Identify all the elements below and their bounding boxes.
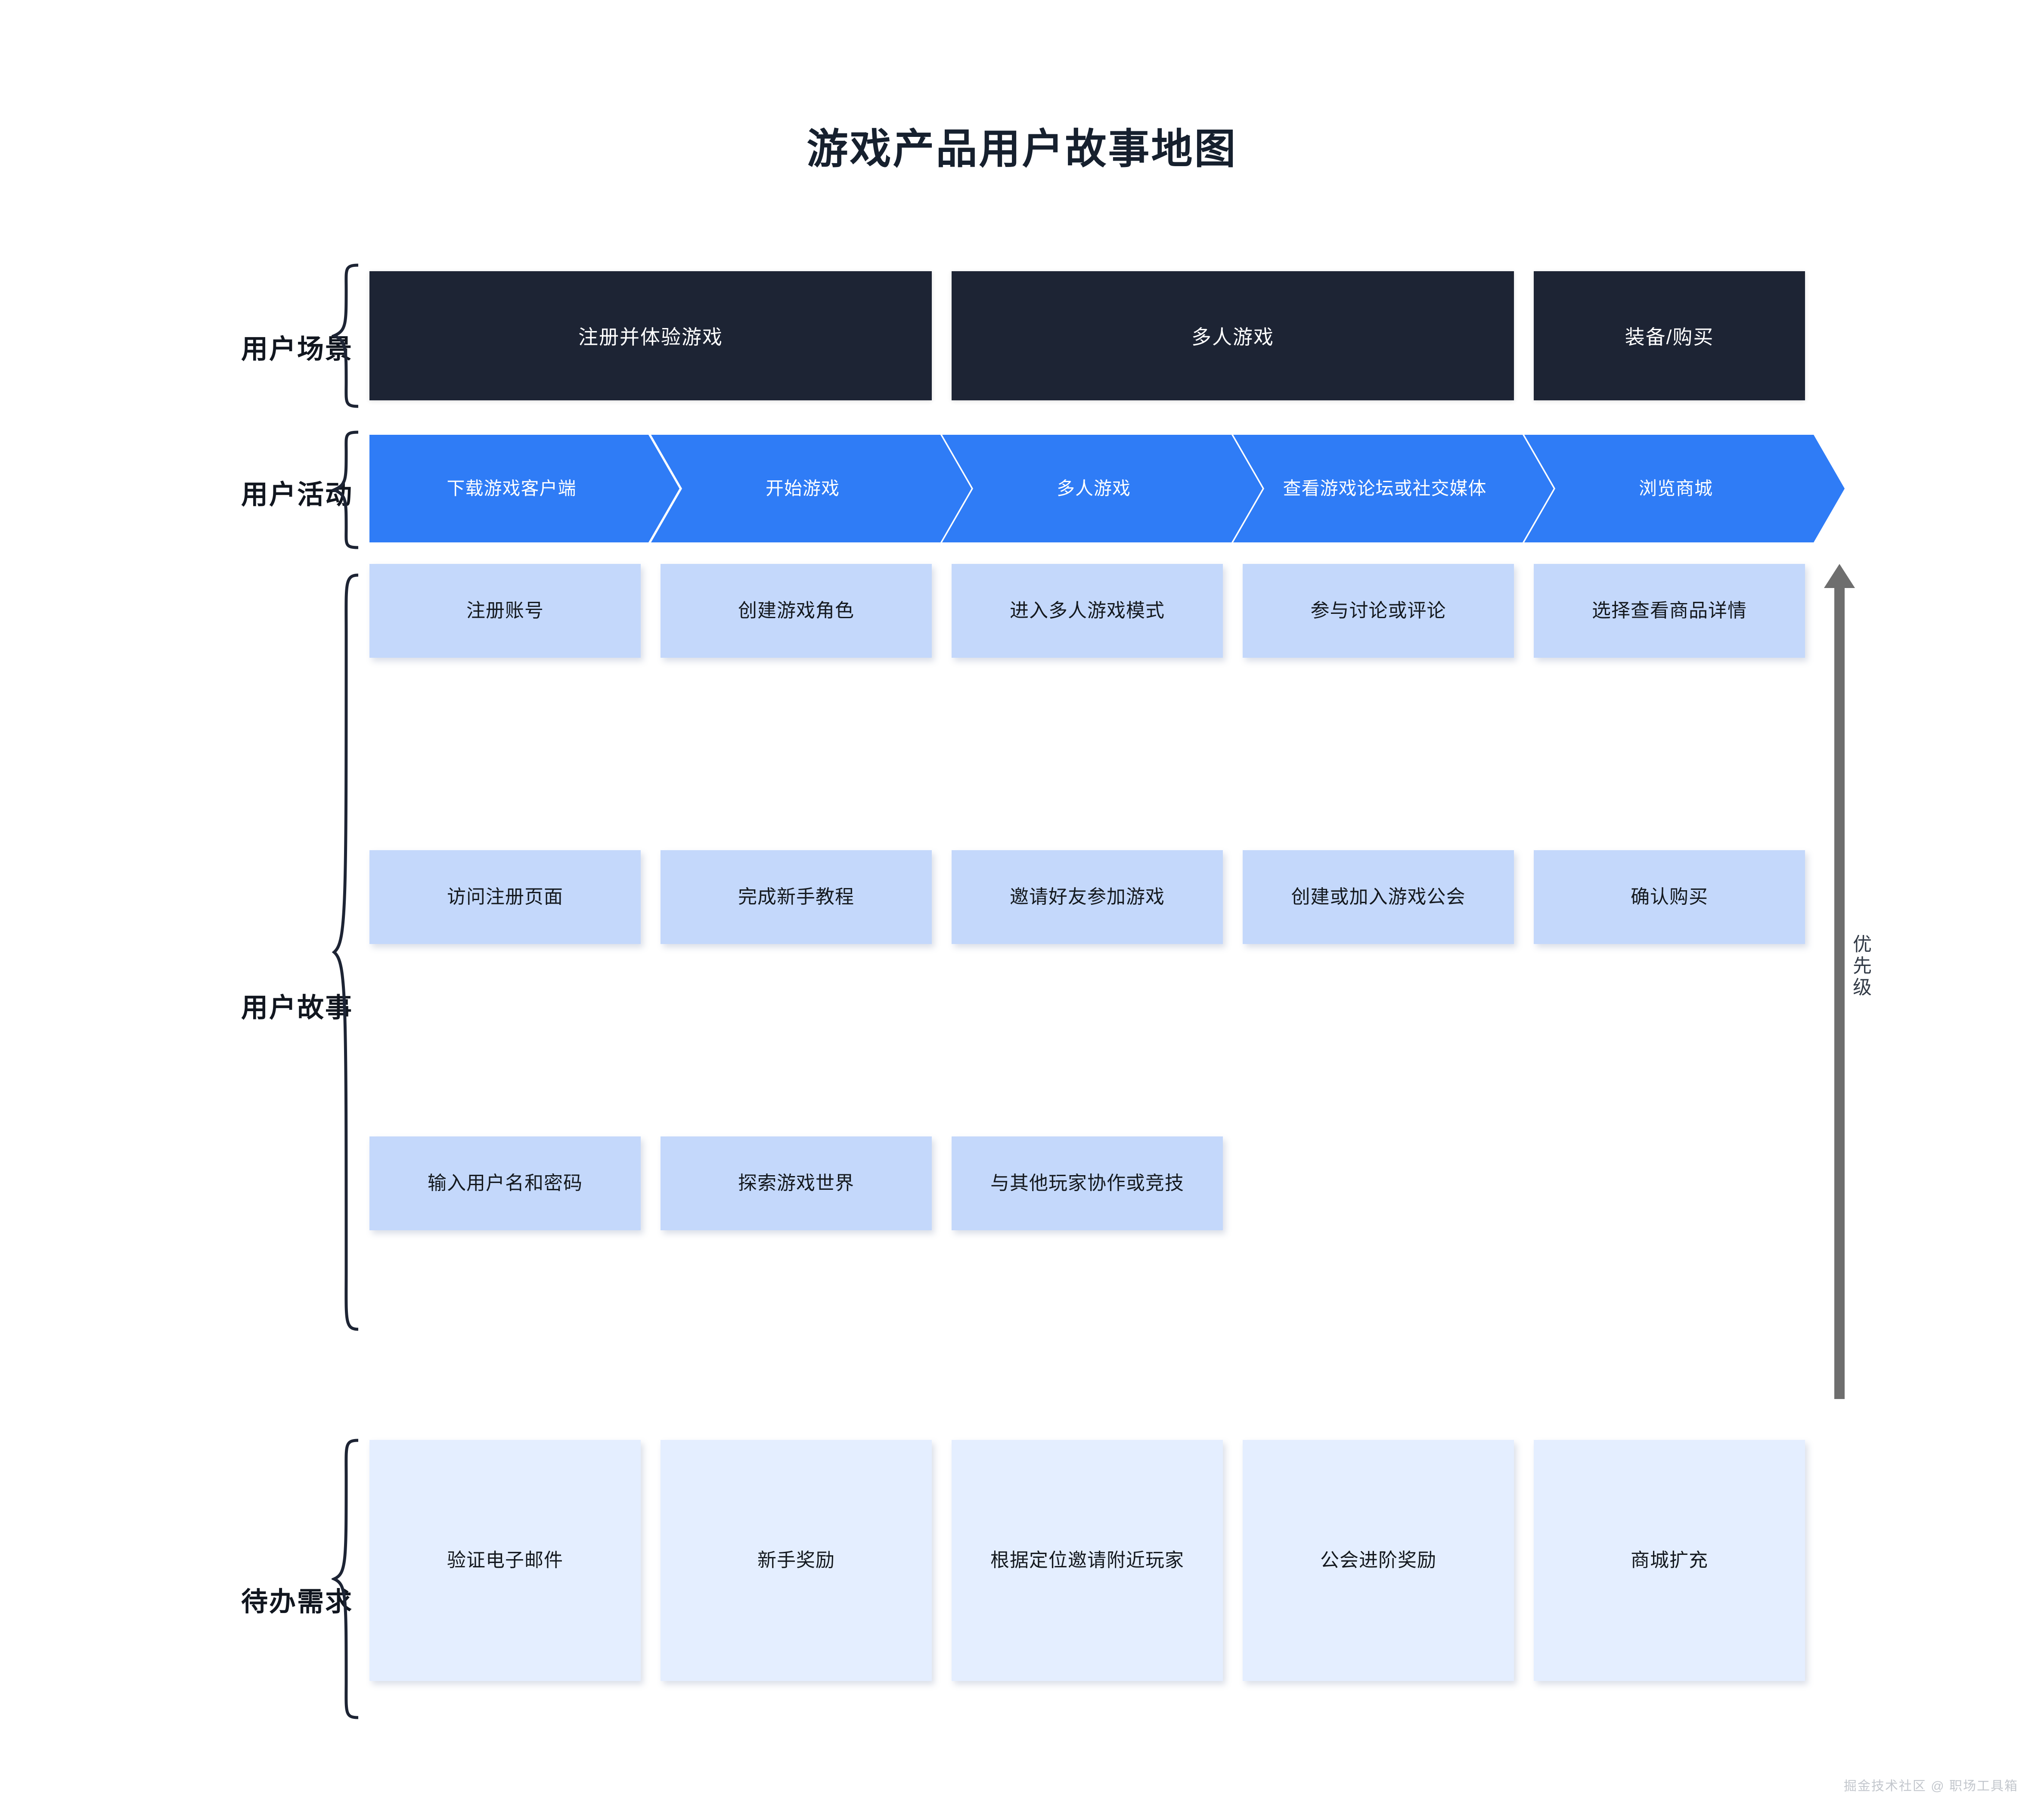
- scenario-label: 多人游戏: [1191, 326, 1274, 348]
- activity-label: 浏览商城: [1638, 478, 1713, 498]
- row-label-backlog: 待办需求: [241, 1587, 353, 1617]
- story-card-label: 创建或加入游戏公会: [1291, 886, 1466, 907]
- story-card[interactable]: 输入用户名和密码: [369, 1136, 641, 1230]
- story-card[interactable]: 选择查看商品详情: [1534, 564, 1805, 658]
- story-card-label: 进入多人游戏模式: [1010, 600, 1165, 621]
- activity-chevron-0[interactable]: 下载游戏客户端: [369, 435, 679, 542]
- priority-arrow-icon: [1824, 564, 1855, 1399]
- activity-label: 下载游戏客户端: [447, 478, 577, 498]
- backlog-card-label: 公会进阶奖励: [1320, 1549, 1436, 1571]
- story-card-label: 与其他玩家协作或竞技: [990, 1172, 1184, 1194]
- backlog-card-label: 新手奖励: [757, 1549, 835, 1571]
- brace-scenario-icon: [332, 263, 359, 408]
- backlog-card[interactable]: 新手奖励: [661, 1440, 932, 1681]
- scenario-box-2[interactable]: 装备/购买: [1534, 271, 1805, 400]
- activity-chevron-2[interactable]: 多人游戏: [942, 435, 1262, 542]
- page-title: 游戏产品用户故事地图: [806, 126, 1238, 172]
- row-label-story: 用户故事: [241, 993, 353, 1023]
- brace-activity-icon: [332, 430, 359, 549]
- backlog-card-label: 根据定位邀请附近玩家: [990, 1549, 1184, 1571]
- story-card-label: 注册账号: [466, 600, 544, 621]
- backlog-card-label: 验证电子邮件: [447, 1549, 563, 1571]
- story-card-label: 选择查看商品详情: [1592, 600, 1747, 621]
- backlog-card[interactable]: 公会进阶奖励: [1243, 1440, 1514, 1681]
- story-card[interactable]: 注册账号: [369, 564, 641, 658]
- story-card[interactable]: 确认购买: [1534, 850, 1805, 944]
- activity-label: 查看游戏论坛或社交媒体: [1283, 478, 1487, 498]
- scenario-label: 注册并体验游戏: [578, 326, 723, 348]
- activity-chevron-4[interactable]: 浏览商城: [1524, 435, 1845, 542]
- story-card[interactable]: 创建游戏角色: [661, 564, 932, 658]
- activity-label: 多人游戏: [1056, 478, 1131, 498]
- backlog-card[interactable]: 商城扩充: [1534, 1440, 1805, 1681]
- scenario-box-1[interactable]: 多人游戏: [952, 271, 1514, 400]
- story-card[interactable]: 进入多人游戏模式: [952, 564, 1223, 658]
- activity-chevron-1[interactable]: 开始游戏: [651, 435, 971, 542]
- backlog-card[interactable]: 验证电子邮件: [369, 1440, 641, 1681]
- story-card-label: 探索游戏世界: [738, 1172, 854, 1194]
- story-card[interactable]: 创建或加入游戏公会: [1243, 850, 1514, 944]
- backlog-card[interactable]: 根据定位邀请附近玩家: [952, 1440, 1223, 1681]
- story-card[interactable]: 邀请好友参加游戏: [952, 850, 1223, 944]
- story-card-label: 确认购买: [1631, 886, 1708, 907]
- row-label-activity: 用户活动: [241, 480, 353, 510]
- backlog-card-label: 商城扩充: [1631, 1549, 1708, 1571]
- activity-chevron-3[interactable]: 查看游戏论坛或社交媒体: [1233, 435, 1554, 542]
- activity-label: 开始游戏: [765, 478, 840, 498]
- story-card-label: 完成新手教程: [738, 886, 854, 907]
- story-card[interactable]: 完成新手教程: [661, 850, 932, 944]
- row-label-scenario: 用户场景: [241, 334, 353, 364]
- story-card[interactable]: 访问注册页面: [369, 850, 641, 944]
- story-card-label: 邀请好友参加游戏: [1010, 886, 1165, 907]
- story-card[interactable]: 探索游戏世界: [661, 1136, 932, 1230]
- priority-axis-label: 优先级: [1850, 934, 1871, 999]
- brace-story-icon: [332, 573, 359, 1331]
- story-card[interactable]: 参与讨论或评论: [1243, 564, 1514, 658]
- scenario-box-0[interactable]: 注册并体验游戏: [369, 271, 932, 400]
- story-card-label: 访问注册页面: [447, 886, 563, 907]
- story-card-label: 创建游戏角色: [738, 600, 854, 621]
- story-card-label: 输入用户名和密码: [428, 1172, 583, 1194]
- story-card[interactable]: 与其他玩家协作或竞技: [952, 1136, 1223, 1230]
- brace-backlog-icon: [332, 1439, 359, 1719]
- watermark: 掘金技术社区 @ 职场工具箱: [1843, 1779, 2018, 1793]
- scenario-label: 装备/购买: [1625, 326, 1714, 348]
- story-card-label: 参与讨论或评论: [1310, 600, 1446, 621]
